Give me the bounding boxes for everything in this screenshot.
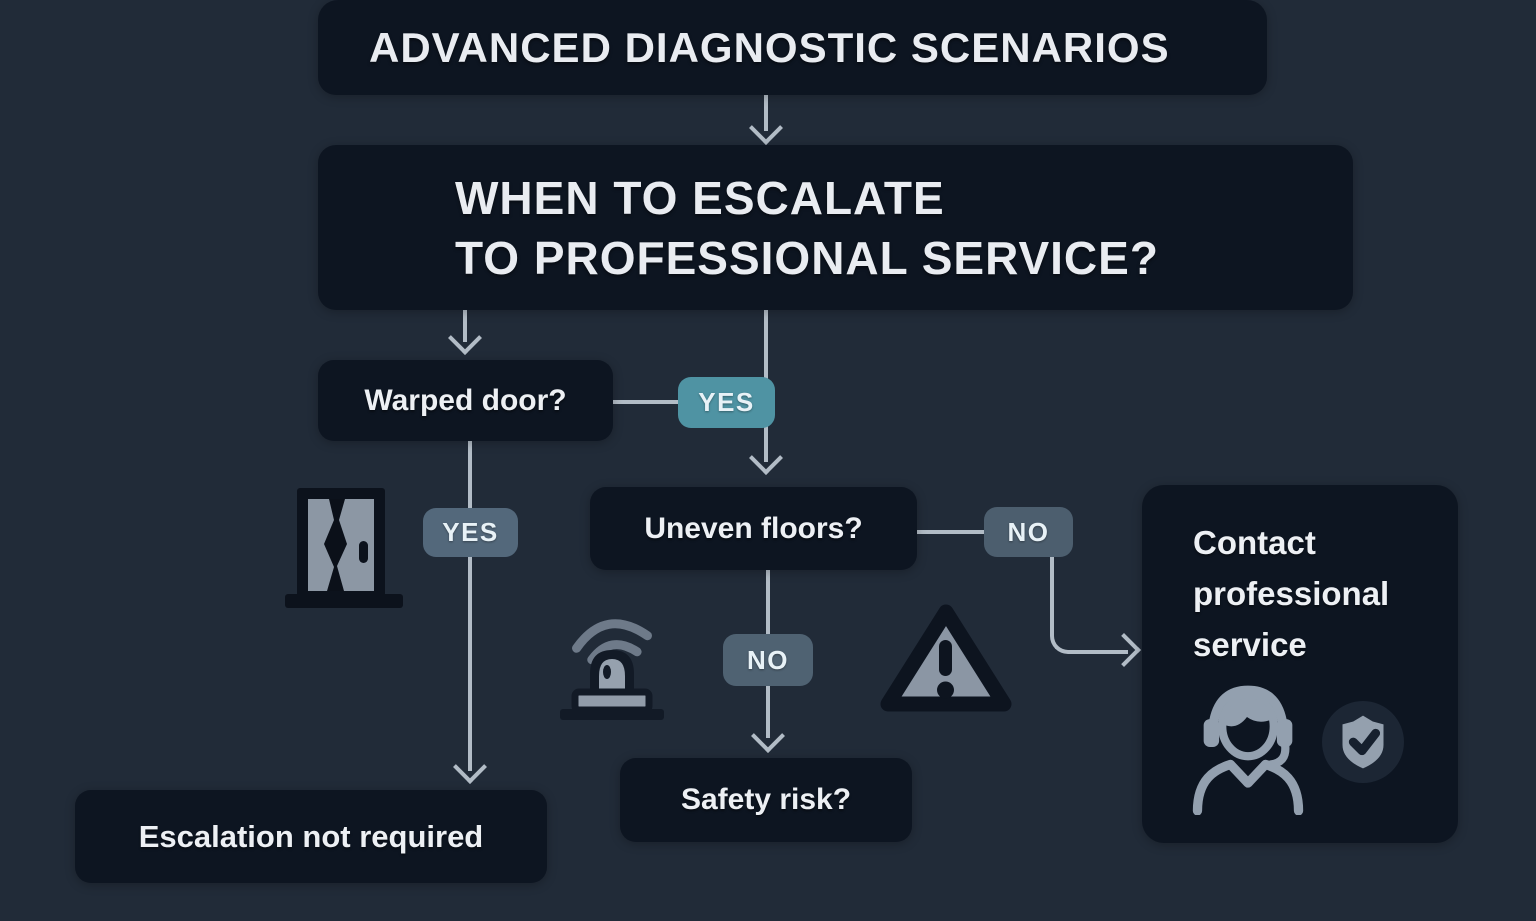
arrowhead-down-icon xyxy=(448,321,482,355)
node-escalation-label: Escalation not required xyxy=(138,818,484,854)
arrowhead-down-icon xyxy=(751,719,785,753)
badge-label: NO xyxy=(747,644,789,675)
badge-uneven-floors-no: NO xyxy=(984,507,1073,557)
arrowhead-down-icon xyxy=(749,441,783,475)
badge-label: YES xyxy=(698,387,755,417)
node-warped-door: Warped door? xyxy=(318,360,613,441)
contact-service-text: Contact professional service xyxy=(1193,517,1389,670)
node-uneven-floors-label: Uneven floors? xyxy=(644,511,863,545)
contact-line-3: service xyxy=(1193,626,1307,663)
contact-line-2: professional xyxy=(1193,575,1390,612)
diagram-title: ADVANCED DIAGNOSTIC SCENARIOS xyxy=(369,23,1170,71)
badge-floors-branch-no: NO xyxy=(723,634,813,686)
question-line-2: TO PROFESSIONAL SERVICE? xyxy=(455,231,1159,284)
node-contact-service: Contact professional service xyxy=(1142,485,1458,843)
badge-warped-door-yes: YES xyxy=(678,377,775,428)
badge-door-branch-yes: YES xyxy=(423,508,518,557)
node-safety-risk-label: Safety risk? xyxy=(680,783,852,816)
warped-door-icon xyxy=(285,488,403,608)
badge-label: YES xyxy=(442,517,499,547)
connector-title-to-question xyxy=(764,95,768,131)
node-safety-risk: Safety risk? xyxy=(620,758,912,842)
node-uneven-floors: Uneven floors? xyxy=(590,487,917,570)
shield-check-icon xyxy=(1322,701,1404,783)
connector-question-to-warped-door xyxy=(463,310,467,342)
node-warped-door-label: Warped door? xyxy=(364,383,567,417)
question-box: WHEN TO ESCALATE TO PROFESSIONAL SERVICE… xyxy=(318,145,1353,310)
question-line-1: WHEN TO ESCALATE xyxy=(455,171,945,224)
arrowhead-down-icon xyxy=(453,750,487,784)
badge-label: NO xyxy=(1007,516,1050,547)
connector-no-to-contact-service xyxy=(1050,557,1128,654)
connector-warped-door-to-yes xyxy=(613,400,679,404)
contact-line-1: Contact xyxy=(1193,524,1316,561)
connector-uneven-floors-to-no xyxy=(917,530,985,534)
support-agent-headset-icon xyxy=(1192,685,1304,815)
node-escalation-not-required: Escalation not required xyxy=(75,790,547,883)
warning-triangle-icon xyxy=(880,604,1012,712)
arrowhead-down-icon xyxy=(749,111,783,145)
connector-warped-door-to-escalation xyxy=(468,441,472,771)
title-box: ADVANCED DIAGNOSTIC SCENARIOS xyxy=(318,0,1267,95)
siren-alarm-icon xyxy=(560,619,664,720)
